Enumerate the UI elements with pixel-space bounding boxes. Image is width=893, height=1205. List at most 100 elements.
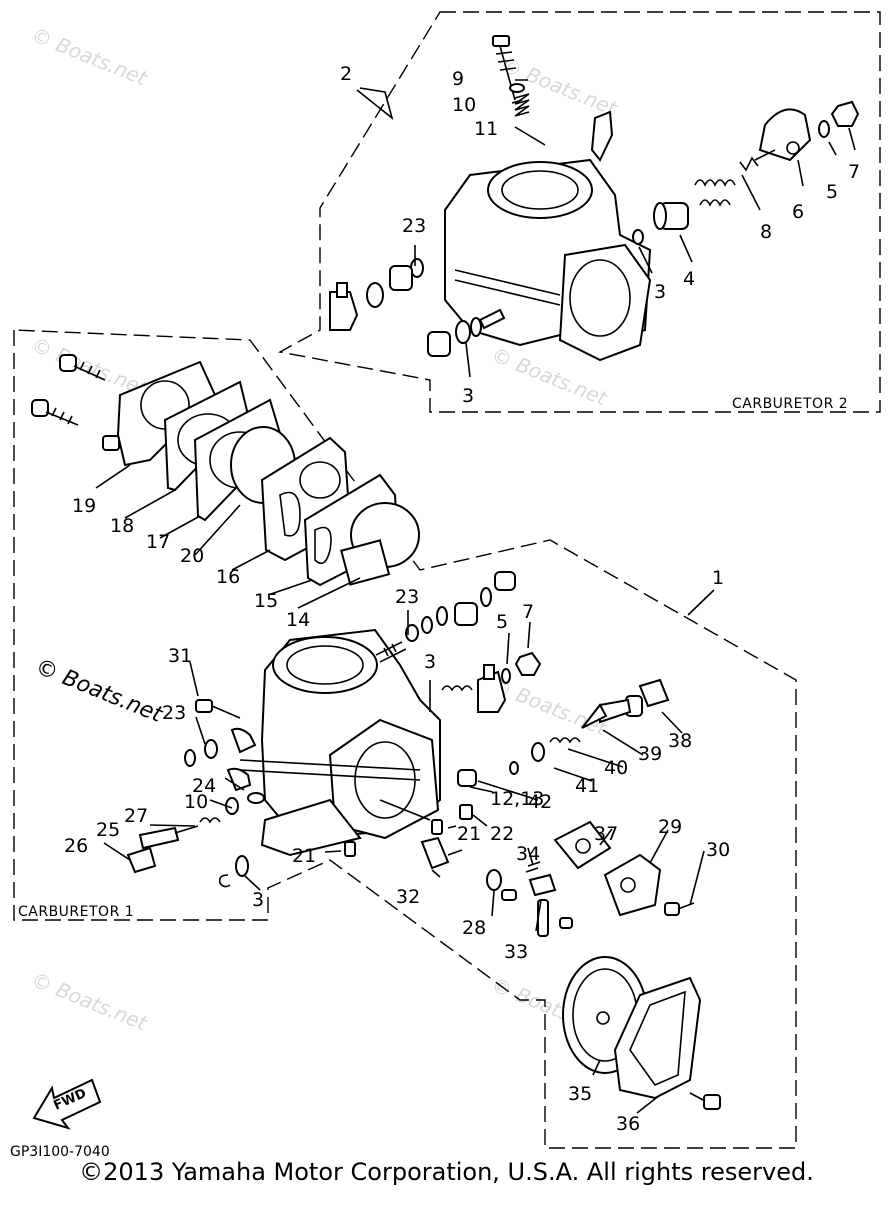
valve-seat-icon <box>638 678 670 708</box>
o-ring-icon <box>509 83 525 93</box>
callout: 34 <box>516 843 540 865</box>
pilot-screw-icon <box>138 825 199 850</box>
o-ring-24-icon <box>247 792 265 804</box>
fuel-inlet-icon <box>375 641 407 663</box>
needle-valve-icon <box>581 695 643 729</box>
callout: 11 <box>474 118 498 140</box>
bushing-icon <box>653 202 689 230</box>
callout: 18 <box>110 515 134 537</box>
gasket-37-icon <box>553 820 612 870</box>
carburetor-2-boundary <box>277 11 881 413</box>
callout: 1 <box>712 567 724 589</box>
cap-26-icon <box>126 846 157 874</box>
callout: 2 <box>340 63 352 85</box>
callout: 10 <box>452 94 476 116</box>
cover-screw-icon <box>31 354 106 426</box>
choke-bracket-1-icon <box>477 664 507 713</box>
callout: 3 <box>252 889 264 911</box>
throttle-stop-screw-icon <box>492 35 517 101</box>
callout: 33 <box>504 941 528 963</box>
lower-bushing-icon <box>427 308 506 357</box>
callout: 23 <box>162 702 186 724</box>
callout: 3 <box>654 281 666 303</box>
callout: 27 <box>124 805 148 827</box>
collar-icon <box>632 229 644 245</box>
main-jet-12-icon <box>457 769 477 787</box>
fuel-pump-cover-icon <box>102 360 217 467</box>
callout: 15 <box>254 590 278 612</box>
callout: 16 <box>216 566 240 588</box>
callout: 31 <box>168 645 192 667</box>
callout: 25 <box>96 819 120 841</box>
callout: 3 <box>462 385 474 407</box>
callout: 7 <box>522 601 534 623</box>
copyright-footer: ©2013 Yamaha Motor Corporation, U.S.A. A… <box>79 1158 814 1186</box>
shaft-washer-icon <box>366 258 424 308</box>
pilot-jet-hose-icon <box>226 727 257 792</box>
watermark-main: © Boats.net <box>32 654 167 728</box>
nut-7-icon <box>514 651 542 676</box>
leader-lines <box>95 79 856 1114</box>
screw-30-icon <box>664 902 695 916</box>
callout: 39 <box>638 743 662 765</box>
washer-23-icon <box>184 739 218 767</box>
callout: 29 <box>658 816 682 838</box>
washer-28-icon <box>486 869 502 891</box>
jet-21-icon <box>344 819 443 857</box>
carburetor-1-label: CARBURETOR 1 <box>18 904 134 920</box>
callout: 41 <box>575 775 599 797</box>
callout: 38 <box>668 730 692 752</box>
needle-jet-32-icon <box>420 836 463 870</box>
callout: 12,13 <box>490 788 544 810</box>
callout: 37 <box>594 823 618 845</box>
callout: 36 <box>616 1113 640 1135</box>
nut-icon <box>830 100 860 127</box>
callout: 23 <box>395 586 419 608</box>
right-stack-icon <box>405 571 516 642</box>
washer-row-icon <box>509 742 545 775</box>
spring-40-icon <box>549 737 581 744</box>
screw-31-icon <box>195 699 241 719</box>
throttle-lever-icon <box>758 108 812 162</box>
choke-bracket-icon <box>329 282 359 331</box>
callout: 28 <box>462 917 486 939</box>
washer-5-icon <box>501 668 511 684</box>
callout: 21 <box>292 845 316 867</box>
callout: 30 <box>706 839 730 861</box>
callout: 32 <box>396 886 420 908</box>
callout: 5 <box>826 181 838 203</box>
callout: 14 <box>286 609 310 631</box>
screw-28-icon <box>501 889 517 901</box>
callout-labels: 2 9 10 11 23 3 4 5 6 7 8 3 19 18 17 20 1… <box>64 63 860 1135</box>
fwd-arrow-icon: FWD <box>32 1078 102 1130</box>
callout: 19 <box>72 495 96 517</box>
spring-41-icon <box>441 685 473 692</box>
screw-misc-icon <box>559 917 573 929</box>
callout: 23 <box>402 215 426 237</box>
washer-icon <box>818 120 830 138</box>
callout: 8 <box>760 221 772 243</box>
carburetor-2-label: CARBURETOR 2 <box>732 396 848 412</box>
callout: 6 <box>792 201 804 223</box>
diaphragm-14-icon <box>340 502 420 586</box>
clip-3-icon <box>218 855 249 888</box>
callout: 9 <box>452 68 464 90</box>
callout: 7 <box>848 161 860 183</box>
callout: 40 <box>604 757 628 779</box>
jet-22-icon <box>459 804 473 820</box>
cover-36-icon <box>613 976 702 1100</box>
screw-36-icon <box>689 1092 721 1110</box>
carburetor-1-body <box>239 628 441 857</box>
return-spring-icon <box>694 179 736 207</box>
carburetor-2-body <box>444 110 652 362</box>
callout: 21 <box>457 823 481 845</box>
callout: 5 <box>496 611 508 633</box>
callout: 42 <box>528 791 552 813</box>
callout: 26 <box>64 835 88 857</box>
part-number: GP3I100-7040 <box>10 1144 110 1160</box>
fitting-33-icon <box>528 873 557 937</box>
callout: 20 <box>180 545 204 567</box>
callout: 17 <box>146 531 170 553</box>
lever-spring-icon <box>739 149 776 172</box>
